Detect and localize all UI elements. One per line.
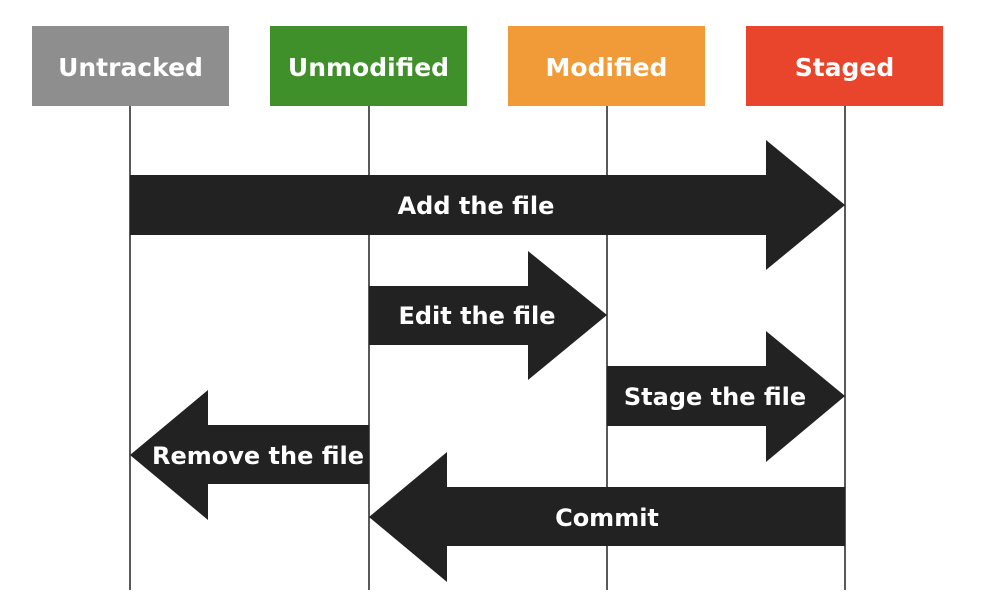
state-box-untracked [32,26,229,106]
transition-arrows: Add the file Edit the file Stage the fil… [130,140,845,582]
arrow-commit: Commit [369,452,845,582]
arrow-edit-the-file: Edit the file [369,251,607,380]
arrow-label-stage-the-file: Stage the file [624,383,806,411]
state-headers: Untracked Unmodified Modified Staged [32,26,943,106]
arrow-shape-commit [369,452,845,582]
arrow-label-add-the-file: Add the file [398,192,555,220]
arrow-shape-stage-the-file [607,331,845,462]
arrow-label-remove-the-file: Remove the file [152,442,364,470]
arrow-shape-add-the-file [130,140,845,270]
state-box-unmodified [270,26,467,106]
arrow-add-the-file: Add the file [130,140,845,270]
state-label-modified: Modified [546,53,668,82]
state-label-unmodified: Unmodified [288,53,449,82]
arrow-stage-the-file: Stage the file [607,331,845,462]
state-untracked: Untracked [32,26,229,106]
state-box-staged [746,26,943,106]
arrow-remove-the-file: Remove the file [130,390,369,520]
state-staged: Staged [746,26,943,106]
state-box-modified [508,26,705,106]
state-unmodified: Unmodified [270,26,467,106]
arrow-label-edit-the-file: Edit the file [398,302,555,330]
arrow-shape-edit-the-file [369,251,607,380]
arrow-shape-remove-the-file [130,390,369,520]
state-modified: Modified [508,26,705,106]
state-label-staged: Staged [795,53,895,82]
arrow-label-commit: Commit [555,504,659,532]
state-label-untracked: Untracked [58,53,203,82]
